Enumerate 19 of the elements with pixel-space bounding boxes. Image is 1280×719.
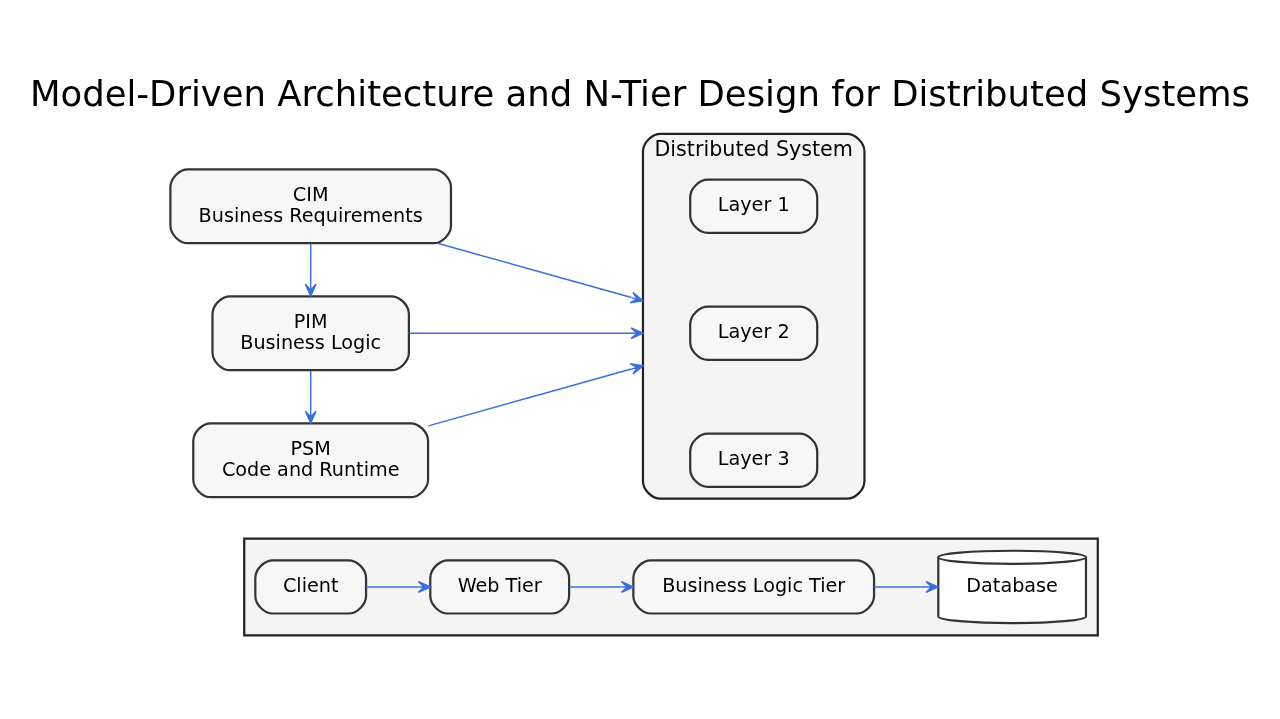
node-box: CIM Business Requirements [169,168,453,245]
arrow [427,363,644,427]
node-box: PIM Business Logic [211,295,410,372]
node-box: Business Logic Tier [632,559,876,615]
node-box: Layer 3 [689,432,819,488]
arrow [436,242,644,304]
node-box: Layer 2 [689,305,819,361]
node-box: Web Tier [429,559,571,615]
arrow [304,369,317,424]
arrow [568,580,635,593]
cluster [243,537,1099,637]
node-box: PSM Code and Runtime [192,422,430,499]
diagram-title: Model-Driven Architecture and N-Tier Design for Distributed Systems [29,73,1251,115]
node-box: Client [254,559,368,615]
node-box: Layer 1 [689,178,819,234]
arrow [408,327,644,340]
arrow [304,242,317,297]
arrow [365,580,431,593]
arrow [873,580,939,593]
